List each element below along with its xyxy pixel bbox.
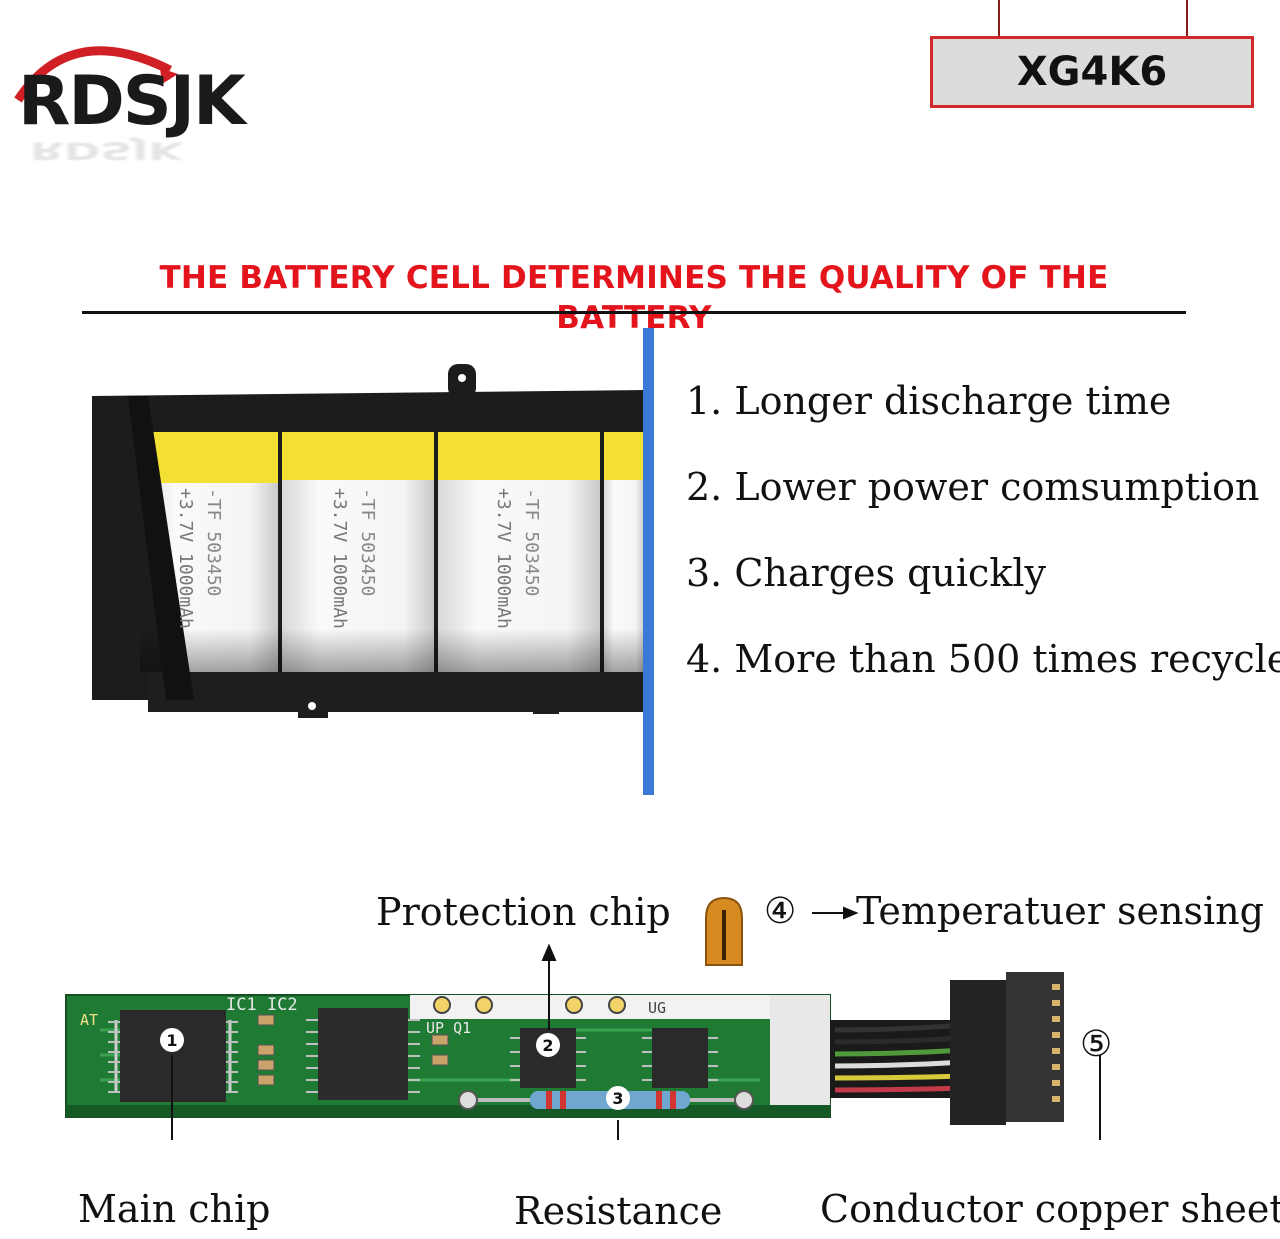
silk-q-label: UP Q1: [426, 1019, 471, 1037]
tag-hanger-left: [998, 0, 1000, 37]
logo-swoosh-icon: [14, 46, 178, 103]
cell-print-3a: +3.7V 1000mAh: [493, 488, 514, 629]
feature-2: 2. Lower power comsumption: [686, 465, 1260, 509]
copper-sheet-label: Conductor copper sheet: [820, 1187, 1280, 1231]
cell-print-3b: -TF 503450: [521, 488, 542, 596]
cell-print-2a: +3.7V 1000mAh: [329, 488, 350, 629]
mosfet-chip-icon: [642, 1028, 718, 1088]
resistance-label: Resistance: [514, 1189, 723, 1233]
thermistor-icon: [705, 896, 743, 966]
protection-chip-label: Protection chip: [376, 890, 671, 934]
cell-1: [140, 432, 278, 672]
ic2-chip-icon: [306, 1008, 420, 1100]
temp-sensing-label: Temperatuer sensing: [856, 889, 1264, 933]
temp-number-label: ④: [764, 891, 797, 932]
main-chip-label: Main chip: [78, 1187, 271, 1231]
tag-hanger-right: [1186, 0, 1188, 37]
pcb-image: 1 2: [60, 880, 1160, 1160]
chip-mark-3: 3: [612, 1089, 623, 1108]
resistor-icon: 3: [458, 1086, 754, 1110]
cable-icon: [830, 1020, 966, 1098]
logo-text: RDSJK: [18, 62, 246, 141]
divider-bar: [643, 328, 654, 795]
chip-mark-2: 2: [542, 1036, 553, 1055]
feature-3: 3. Charges quickly: [686, 551, 1046, 595]
cell-print-1b: -TF 503450: [203, 488, 224, 596]
feature-1: 1. Longer discharge time: [686, 379, 1172, 423]
connector-number-label: ⑤: [1080, 1024, 1113, 1065]
feature-4: 4. More than 500 times recycle: [686, 637, 1280, 681]
battery-pack-image: +3.7V 1000mAh -TF 503450 +3.7V 1000mAh -…: [88, 328, 658, 798]
chip-mark-1: 1: [166, 1031, 177, 1050]
silk-at-label: AT: [80, 1011, 98, 1029]
logo-reflection: RDSJK: [30, 136, 183, 165]
cell-print-1a: +3.7V 1000mAh: [175, 488, 196, 629]
model-tag: XG4K6: [930, 36, 1254, 108]
silk-ic-label: IC1 IC2: [226, 995, 298, 1015]
silk-ug-label: UG: [648, 999, 666, 1017]
cell-print-2b: -TF 503450: [357, 488, 378, 596]
brand-logo: [10, 30, 390, 180]
headline-divider: [82, 311, 1186, 314]
connector-icon: [950, 972, 1064, 1125]
protection-chip-icon: 2: [510, 1028, 586, 1088]
headline: THE BATTERY CELL DETERMINES THE QUALITY …: [159, 260, 1109, 336]
